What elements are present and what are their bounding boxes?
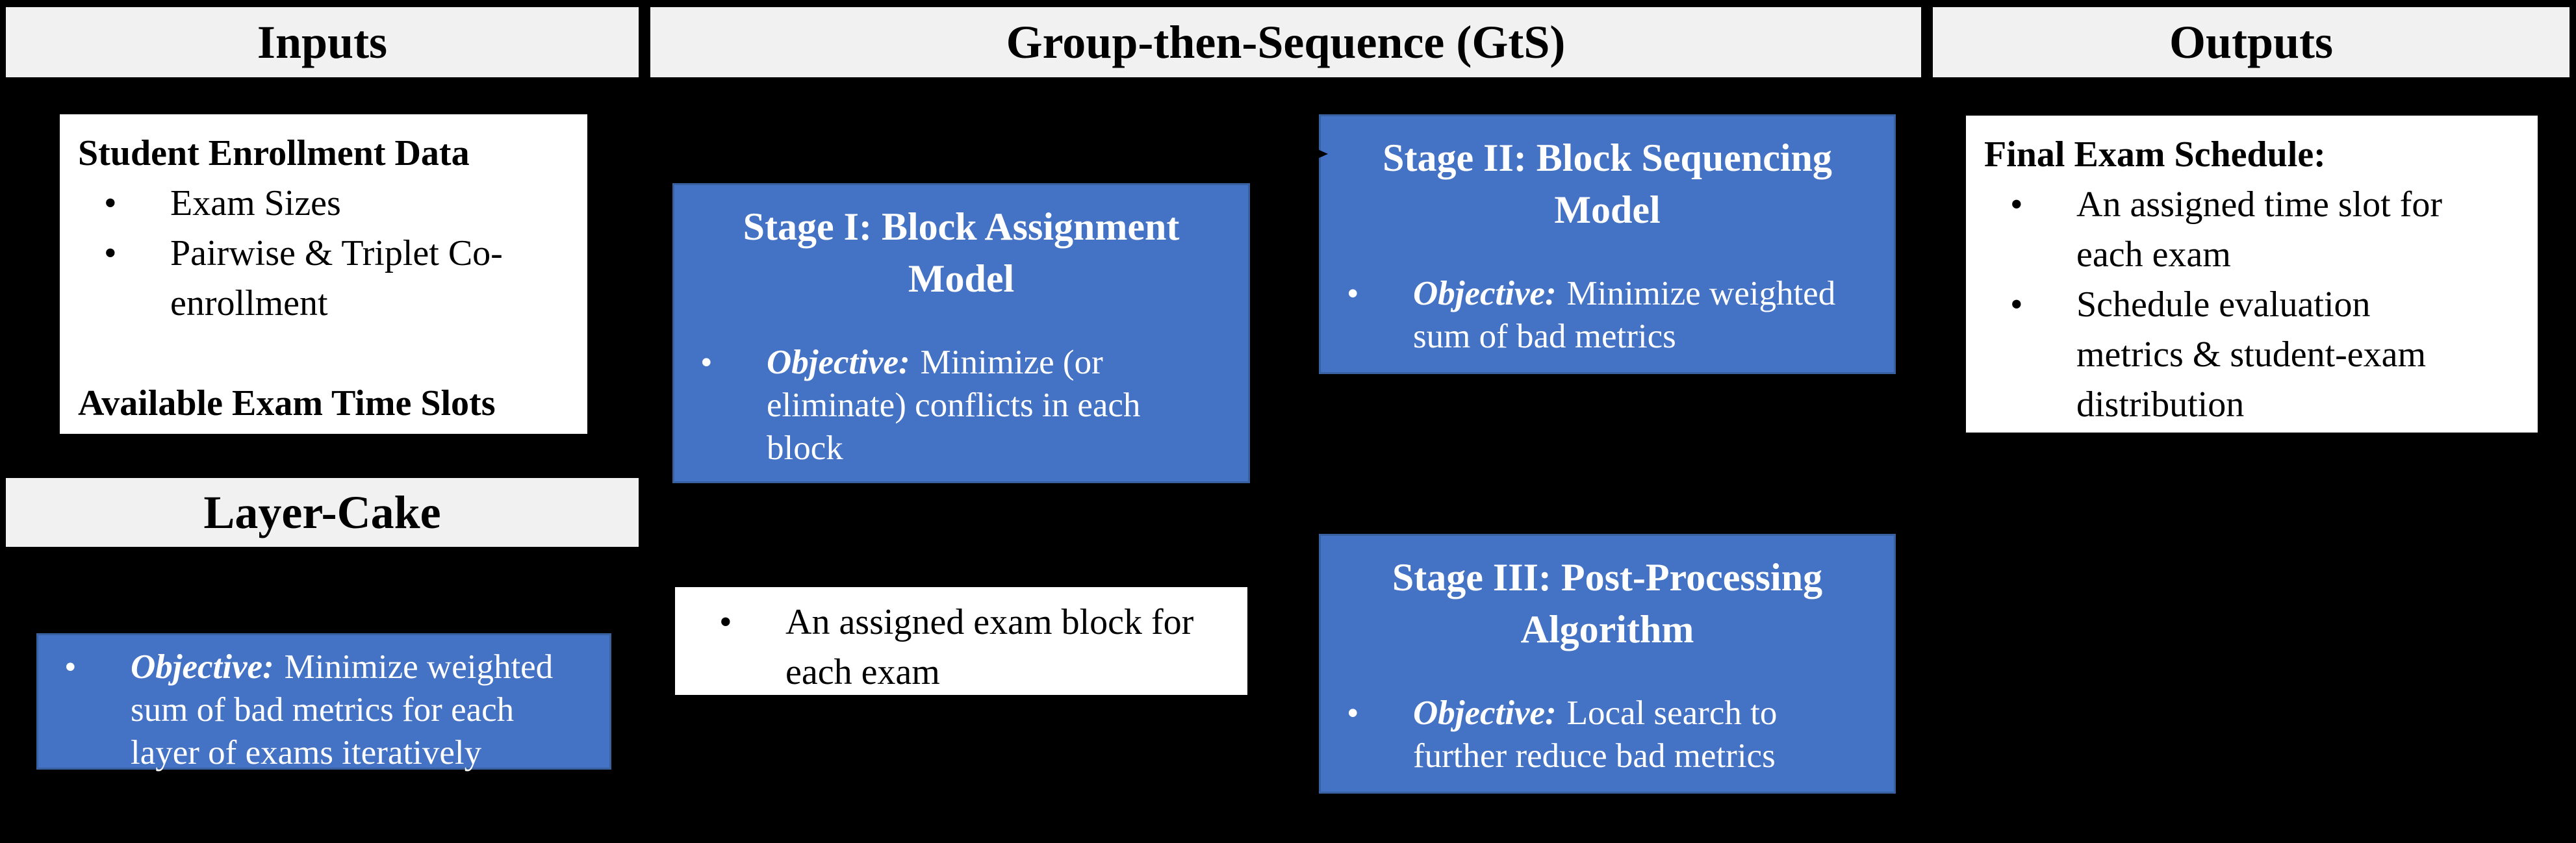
objective-label: Objective: — [767, 344, 910, 381]
section-header-layer-cake: Layer-Cake — [4, 476, 641, 549]
bullet-icon: • — [104, 233, 117, 273]
objective-label: Objective: — [131, 648, 274, 686]
objective-label: Objective: — [1413, 275, 1557, 312]
section-header-group-then-sequence: Group-then-Sequence (GtS) — [648, 5, 1923, 79]
enrollment-box-footer: Available Exam Time Slots — [78, 383, 496, 423]
spacer — [674, 305, 1248, 341]
final-exam-schedule-box: Final Exam Schedule: • An assigned time … — [1963, 113, 2540, 435]
list-item-text: An assigned exam block for — [785, 602, 1194, 642]
list-item: • Pairwise & Triplet Co- enrollment — [78, 229, 569, 329]
section-header-inputs: Inputs — [4, 5, 641, 79]
list-item-text: each exam — [785, 652, 940, 692]
list-item-text: Pairwise & Triplet Co- — [170, 233, 503, 273]
layer-cake-objective-box: • Objective: Minimize weighted sum of bad… — [36, 633, 611, 772]
student-enrollment-data-box: Student Enrollment Data • Exam Sizes • P… — [57, 112, 590, 436]
section-header-outputs: Outputs — [1931, 5, 2571, 79]
objective-text: Local search to — [1566, 694, 1778, 732]
stage2-title: Stage II: Block Sequencing Model — [1321, 132, 1894, 236]
objective-label: Objective: — [1413, 694, 1557, 732]
section-header-layer-cake-label: Layer-Cake — [203, 486, 441, 538]
bullet-icon: • — [2010, 284, 2023, 325]
section-header-inputs-label: Inputs — [257, 16, 388, 68]
stage2-title-line: Stage II: Block Sequencing — [1383, 136, 1832, 179]
assigned-exam-block-box: • An assigned exam block for each exam — [672, 585, 1250, 698]
list-item: • Exam Sizes — [78, 179, 569, 229]
objective-text: sum of bad metrics — [1413, 318, 1676, 355]
list-item-text: enrollment — [170, 283, 328, 323]
stage1-title-line: Stage I: Block Assignment — [743, 205, 1180, 248]
bullet-icon: • — [1347, 275, 1359, 312]
list-item: • An assigned time slot for each exam — [1984, 180, 2519, 280]
stage3-title-line: Stage III: Post-Processing — [1392, 556, 1823, 599]
objective-text: layer of exams iteratively — [131, 734, 482, 772]
objective-line: Objective:Local search to — [1413, 692, 1878, 735]
objective-line: Objective: Minimize weighted — [131, 646, 594, 688]
list-item: • Objective: Minimize (or eliminate) conf… — [674, 341, 1248, 470]
stage2-title-line: Model — [1554, 188, 1661, 231]
bullet-icon: • — [104, 183, 117, 223]
objective-text: eliminate) conflicts in each — [767, 386, 1141, 424]
stage1-title: Stage I: Block Assignment Model — [674, 201, 1248, 305]
bullet-icon: • — [64, 648, 77, 686]
objective-line: Objective: Minimize (or — [767, 341, 1232, 384]
list-item: • Schedule evaluation metrics & student-… — [1984, 280, 2519, 430]
bullet-icon: • — [1347, 694, 1359, 732]
objective-text: Minimize weighted — [1566, 275, 1836, 312]
list-item: • An assigned exam block for each exam — [693, 598, 1229, 698]
list-item-text: each exam — [2076, 234, 2231, 275]
stage1-block-assignment-box: Stage I: Block Assignment Model • Object… — [672, 183, 1250, 483]
section-header-outputs-label: Outputs — [2169, 16, 2334, 68]
list-item-text: Schedule evaluation — [2076, 284, 2371, 325]
objective-line: Objective:Minimize weighted — [1413, 272, 1878, 315]
bullet-icon: • — [2010, 184, 2023, 225]
list-item: • Objective: Minimize weighted sum of bad… — [38, 646, 609, 774]
objective-text: Minimize (or — [920, 344, 1103, 381]
stage3-post-processing-box: Stage III: Post-Processing Algorithm • O… — [1319, 534, 1896, 794]
bullet-icon: • — [719, 602, 732, 642]
stage3-title: Stage III: Post-Processing Algorithm — [1321, 551, 1894, 655]
objective-text: sum of bad metrics for each — [131, 691, 515, 729]
list-item-text: An assigned time slot for — [2076, 184, 2443, 225]
enrollment-box-title: Student Enrollment Data — [78, 133, 470, 173]
list-item: • Objective:Minimize weighted sum of bad… — [1321, 272, 1894, 358]
bullet-icon: • — [700, 344, 713, 381]
list-item-text: Exam Sizes — [170, 183, 341, 223]
stage3-title-line: Algorithm — [1520, 608, 1694, 651]
objective-text: further reduce bad metrics — [1413, 737, 1776, 775]
outputs-box-title: Final Exam Schedule: — [1984, 134, 2326, 175]
spacer — [1321, 236, 1894, 272]
stage2-block-sequencing-box: Stage II: Block Sequencing Model • Objec… — [1319, 114, 1896, 374]
section-header-gts-label: Group-then-Sequence (GtS) — [1006, 16, 1566, 68]
list-item-text: metrics & student-exam — [2076, 334, 2427, 375]
spacer — [1321, 655, 1894, 692]
objective-text: block — [767, 429, 843, 467]
list-item: • Objective:Local search to further redu… — [1321, 692, 1894, 777]
objective-text: Minimize weighted — [284, 648, 554, 686]
stage1-title-line: Model — [908, 257, 1015, 300]
list-item-text: distribution — [2076, 384, 2245, 425]
connector-arrowhead-icon — [1303, 143, 1328, 165]
